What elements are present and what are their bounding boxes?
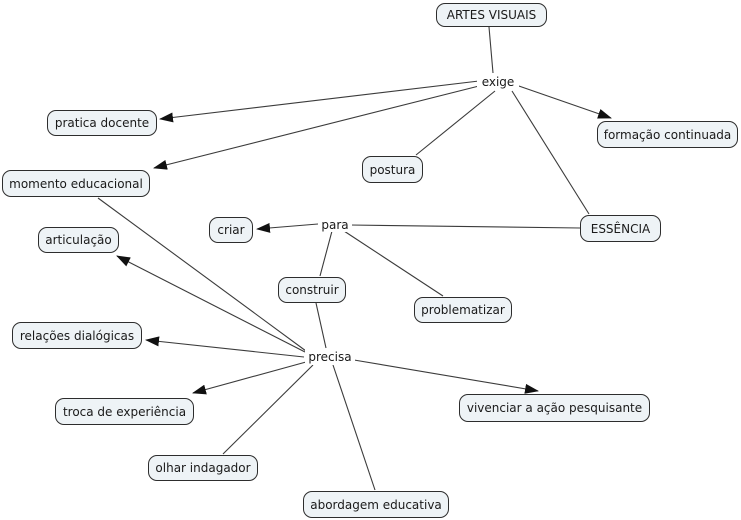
linking-phrase-para[interactable]: para	[318, 217, 352, 232]
node-abordagem-educativa[interactable]: abordagem educativa	[303, 491, 449, 518]
node-pratica-docente[interactable]: pratica docente	[47, 110, 157, 136]
node-troca-de-experiencia[interactable]: troca de experiência	[55, 398, 194, 425]
edge-exige-to-postura	[415, 90, 496, 156]
node-articulacao[interactable]: articulação	[38, 227, 119, 253]
node-formacao-continuada[interactable]: formação continuada	[597, 121, 738, 148]
edge-para-to-construir	[319, 230, 333, 277]
node-relacoes-dialogicas[interactable]: relações dialógicas	[12, 322, 142, 349]
edge-para-to-criar	[256, 222, 319, 233]
node-vivenciar-a-acao-pesquisante[interactable]: vivenciar a ação pesquisante	[459, 394, 650, 422]
node-momento-educacional[interactable]: momento educacional	[2, 170, 150, 197]
edge-para-to-problematizar	[343, 230, 444, 297]
node-criar[interactable]: criar	[209, 217, 253, 243]
edge-precisa-to-relacoes-dialogicas	[145, 336, 305, 358]
edge-exige-to-momento-educacional	[153, 85, 480, 170]
edge-precisa-to-articulacao	[116, 255, 306, 353]
edge-momento-educacional-to-precisa	[97, 197, 307, 352]
edge-precisa-to-olhar-indagador	[222, 364, 314, 455]
node-olhar-indagador[interactable]: olhar indagador	[148, 455, 258, 481]
edge-exige-to-essencia	[511, 90, 590, 215]
edge-precisa-to-troca-de-experiencia	[192, 361, 307, 395]
edge-exige-to-formacao-continuada	[515, 84, 612, 119]
node-problematizar[interactable]: problematizar	[414, 297, 512, 323]
node-essencia[interactable]: ESSÊNCIA	[580, 215, 661, 242]
edge-precisa-to-abordagem-educativa	[332, 364, 376, 491]
edge-exige-to-pratica-docente	[159, 80, 480, 123]
edge-essencia-to-para	[349, 224, 581, 229]
edge-precisa-to-vivenciar-a-acao-pesquisante	[353, 359, 539, 394]
edge-artes-visuais-to-exige	[488, 26, 494, 74]
node-construir[interactable]: construir	[278, 277, 346, 303]
linking-phrase-precisa[interactable]: precisa	[305, 349, 355, 365]
node-postura[interactable]: postura	[362, 156, 423, 183]
edge-construir-to-precisa	[315, 302, 327, 349]
linking-phrase-exige[interactable]: exige	[477, 74, 519, 90]
node-artes-visuais[interactable]: ARTES VISUAIS	[436, 3, 547, 27]
